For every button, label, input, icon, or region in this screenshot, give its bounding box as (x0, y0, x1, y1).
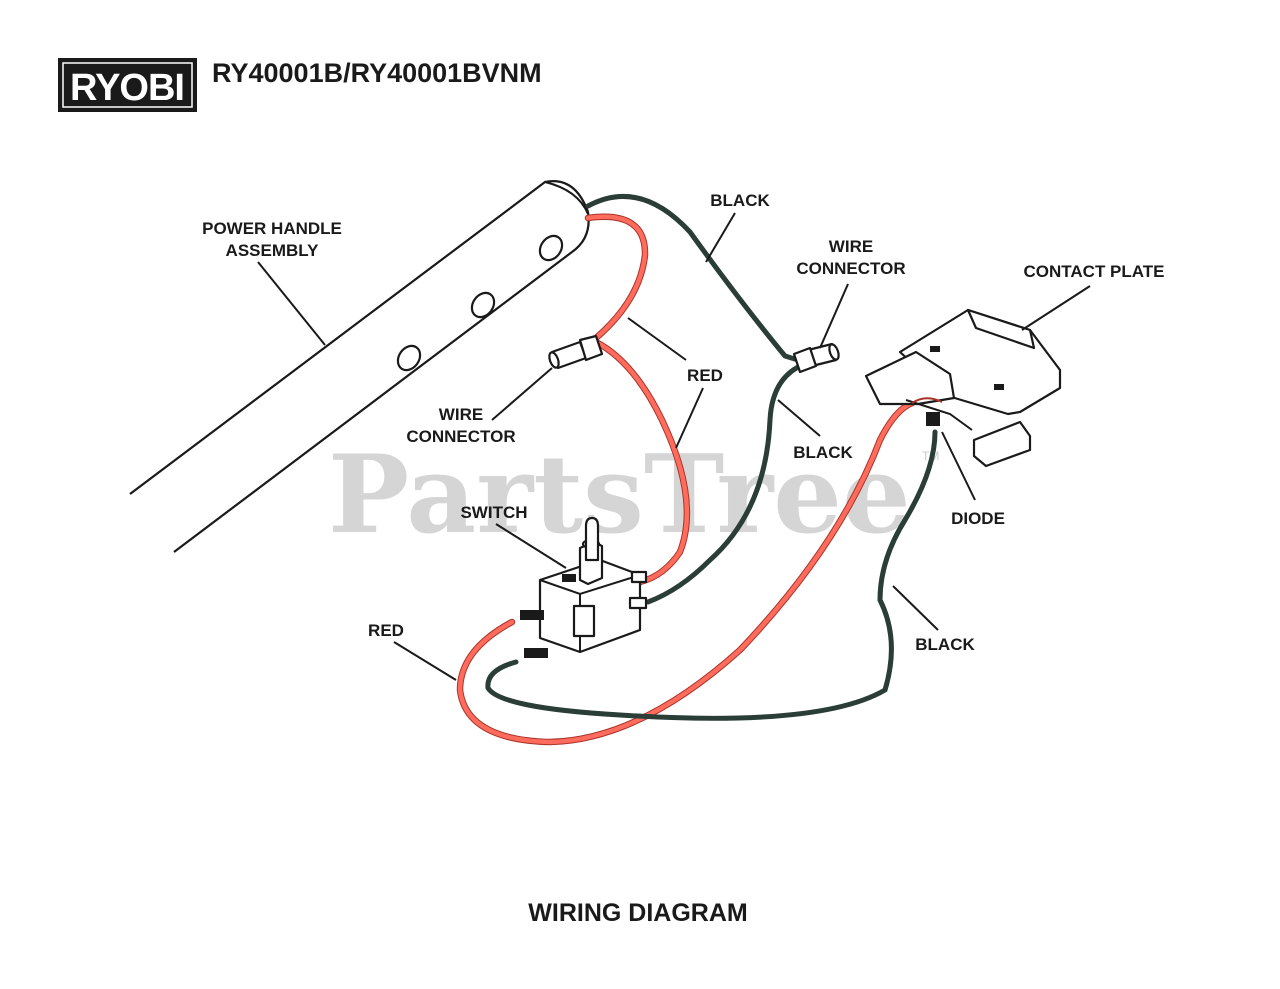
wire-connector-right (792, 342, 840, 374)
brand-name: RYOBI (70, 67, 184, 109)
leader-red-upper-2 (675, 387, 704, 449)
diode (911, 397, 943, 426)
black-wire-handle (585, 193, 801, 363)
leader-contact-plate (1021, 285, 1091, 331)
red-wire-to-switch (593, 339, 690, 585)
label-diode: DIODE (951, 509, 1005, 528)
label-red-lower: RED (368, 621, 404, 640)
label-contact-plate: CONTACT PLATE (1023, 262, 1164, 281)
handle-hole-3 (396, 344, 422, 372)
power-handle-assembly (129, 180, 590, 553)
leader-power-handle (257, 261, 326, 346)
label-black-middle: BLACK (793, 443, 853, 462)
label-power-handle-line2: ASSEMBLY (226, 241, 320, 260)
leader-black-middle (777, 399, 821, 437)
red-wire-long (457, 400, 915, 745)
label-black-bottom: BLACK (915, 635, 975, 654)
label-wire-connector-left-line2: CONNECTOR (406, 427, 515, 446)
label-wire-connector-left-line1: WIRE (439, 405, 483, 424)
leader-diode (941, 431, 976, 501)
label-power-handle-line1: POWER HANDLE (202, 219, 342, 238)
contact-plate (864, 308, 1062, 468)
switch (520, 516, 648, 658)
handle-hole-2 (470, 291, 496, 319)
leader-wire-connector-right (819, 283, 849, 349)
label-switch: SWITCH (460, 503, 527, 522)
black-wire-long (485, 429, 938, 721)
handle-hole-1 (538, 234, 564, 262)
label-wire-connector-right-line1: WIRE (829, 237, 873, 256)
label-red-upper: RED (687, 366, 723, 385)
leader-black-bottom (892, 585, 939, 631)
model-number: RY40001B/RY40001BVNM (212, 58, 542, 88)
leader-red-upper (627, 317, 687, 361)
label-black-top: BLACK (710, 191, 770, 210)
watermark: PartsTree (328, 432, 911, 558)
black-wire-to-switch (645, 363, 803, 605)
ryobi-logo: RYOBI (58, 58, 197, 112)
leader-black-top (705, 212, 736, 263)
red-wire-handle (585, 214, 648, 341)
leader-red-lower (393, 641, 457, 681)
diagram-caption: WIRING DIAGRAM (528, 899, 747, 927)
leader-switch (495, 523, 567, 569)
leader-wire-connector-left (491, 367, 553, 421)
label-wire-connector-right-line2: CONNECTOR (796, 259, 905, 278)
wire-connector-left (548, 334, 604, 370)
